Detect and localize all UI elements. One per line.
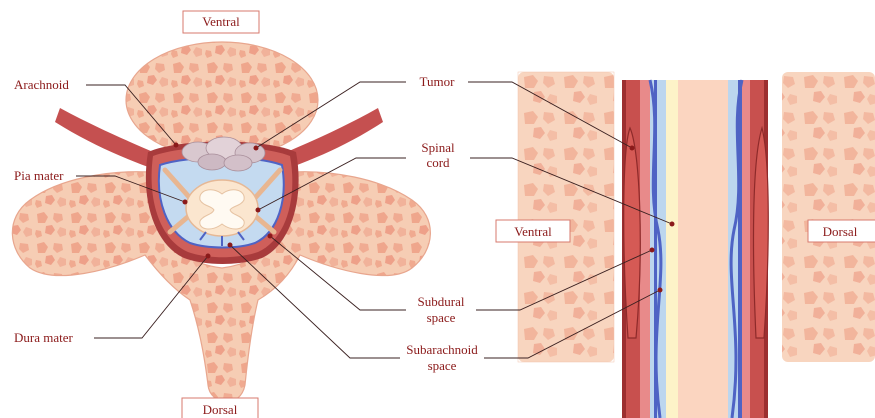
svg-text:Ventral: Ventral [514, 224, 552, 239]
svg-text:Spinal: Spinal [421, 140, 455, 155]
label-tumor: Tumor [420, 74, 456, 89]
svg-text:Subarachnoid: Subarachnoid [406, 342, 478, 357]
dorsal-bottom-box: Dorsal [182, 398, 258, 418]
spinal-cord-long [666, 80, 678, 418]
svg-text:cord: cord [426, 155, 450, 170]
svg-text:Dorsal: Dorsal [203, 402, 238, 417]
svg-text:space: space [427, 310, 456, 325]
svg-text:Subdural: Subdural [418, 294, 465, 309]
svg-text:Dorsal: Dorsal [823, 224, 858, 239]
dorsal-side-box: Dorsal [808, 220, 875, 242]
label-pia-mater: Pia mater [14, 168, 64, 183]
ventral-side-box: Ventral [496, 220, 570, 242]
longitudinal-section [518, 72, 875, 418]
label-spinal-cord: Spinal cord [421, 140, 455, 170]
cross-section [12, 42, 430, 402]
label-dura-mater: Dura mater [14, 330, 74, 345]
vertebra-dorsal [782, 72, 875, 362]
svg-text:space: space [428, 358, 457, 373]
label-subarachnoid-space: Subarachnoid space [406, 342, 478, 373]
svg-text:Ventral: Ventral [202, 14, 240, 29]
ventral-top-box: Ventral [183, 11, 259, 33]
label-arachnoid: Arachnoid [14, 77, 69, 92]
label-subdural-space: Subdural space [418, 294, 465, 325]
vertebra-ventral [518, 72, 614, 362]
